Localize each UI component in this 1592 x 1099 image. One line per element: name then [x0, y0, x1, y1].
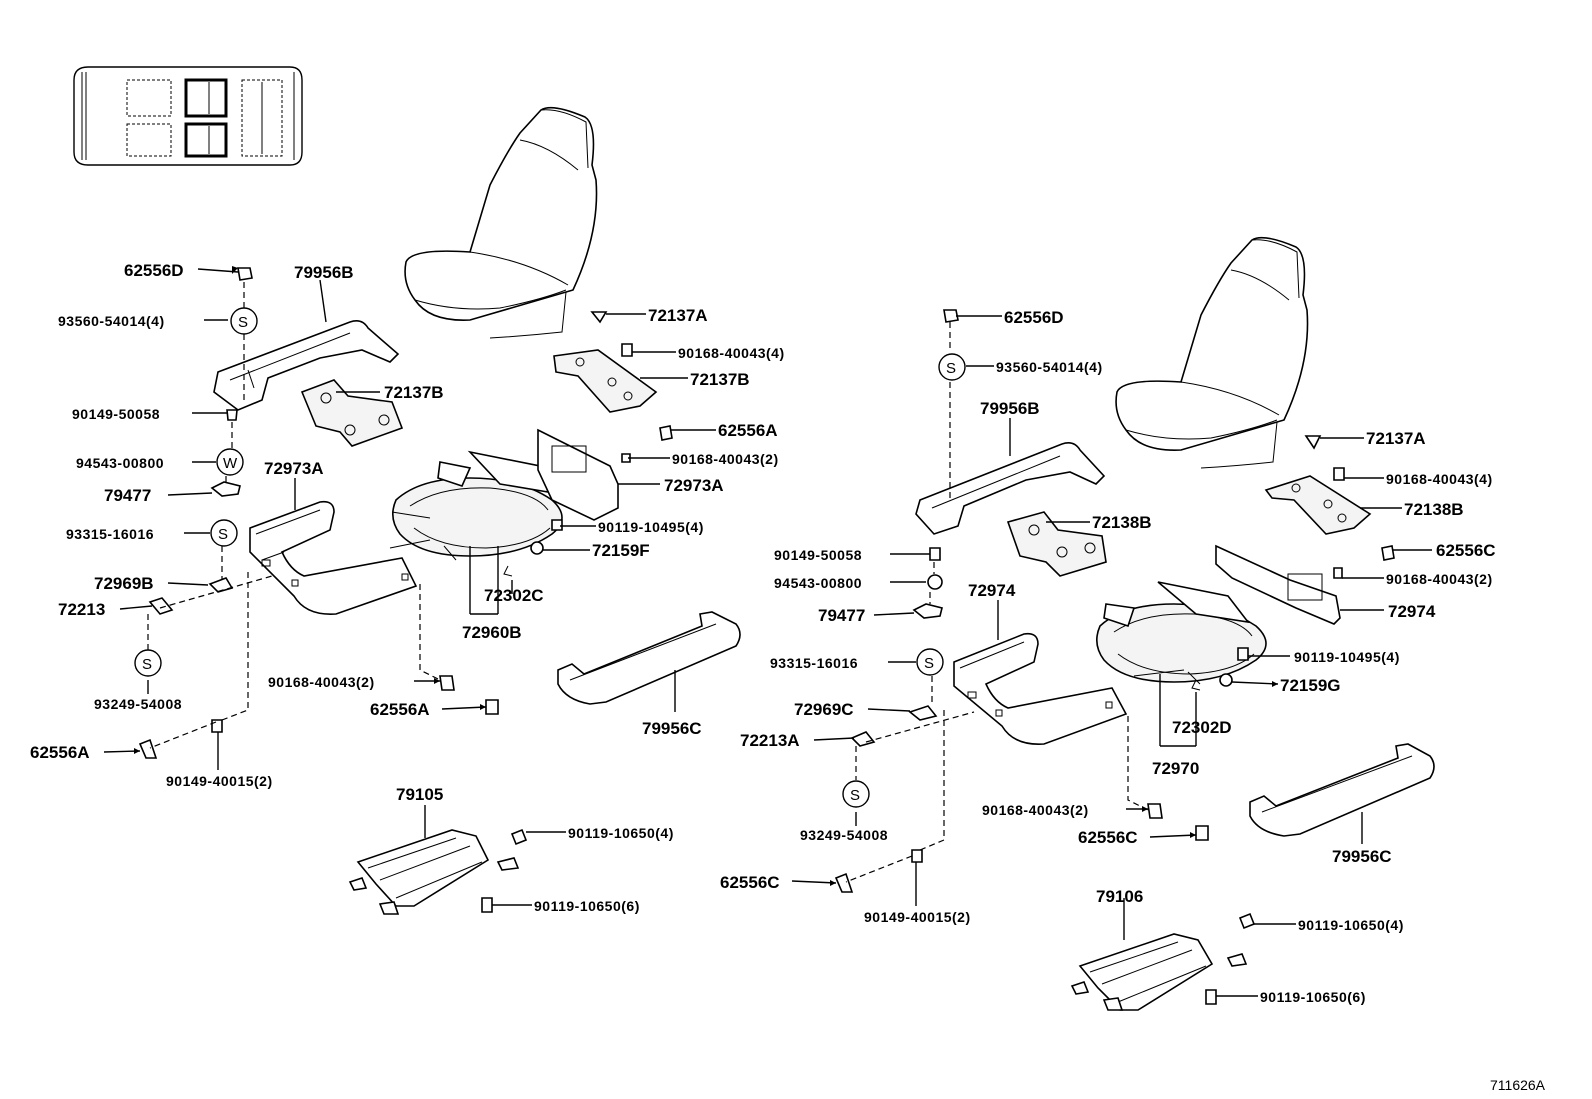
part-label: 90168-40043(2)	[1386, 571, 1493, 587]
part-label: 79956B	[294, 263, 354, 282]
part-label: 62556C	[1436, 541, 1496, 560]
part-label: 93315-16016	[66, 526, 154, 542]
part-label: 90168-40043(2)	[672, 451, 779, 467]
part-label: 93560-54014(4)	[58, 313, 165, 329]
clip-symbol: S	[238, 314, 248, 331]
part-label: 79477	[818, 606, 865, 625]
part-label: 90119-10650(4)	[1298, 917, 1404, 933]
part-label: 72974	[968, 581, 1016, 600]
left-assembly-parts	[138, 267, 741, 915]
part-label: 72974	[1388, 602, 1436, 621]
right-assembly-parts	[834, 309, 1435, 1011]
part-label: 90168-40043(2)	[982, 802, 1089, 818]
hardware-symbols: S W S S S S S	[134, 307, 966, 808]
part-label: 72138B	[1092, 513, 1152, 532]
part-label: 79477	[104, 486, 151, 505]
clip-symbol: S	[924, 655, 934, 672]
part-label: 72969C	[794, 700, 854, 719]
part-label: 62556C	[720, 873, 780, 892]
part-label: 72970	[1152, 759, 1199, 778]
part-label: 79105	[396, 785, 443, 804]
clip-symbol: S	[946, 360, 956, 377]
leader-lines	[103, 266, 1432, 997]
part-label: 90168-40043(4)	[678, 345, 785, 361]
part-label: 90168-40043(2)	[268, 674, 375, 690]
part-label: 72159F	[592, 541, 650, 560]
part-label: 93560-54014(4)	[996, 359, 1103, 375]
figure-reference: 711626A	[1490, 1077, 1546, 1093]
assembly-dash-lines	[147, 282, 1149, 883]
part-label: 90119-10495(4)	[598, 519, 704, 535]
part-label: 72960B	[462, 623, 522, 642]
part-label: 79106	[1096, 887, 1143, 906]
part-label: 72302D	[1172, 718, 1232, 737]
part-label: 90119-10495(4)	[1294, 649, 1400, 665]
part-label: 72973A	[264, 459, 324, 478]
part-label: 90119-10650(4)	[568, 825, 674, 841]
part-label: 62556A	[718, 421, 778, 440]
part-label: 90149-40015(2)	[864, 909, 971, 925]
part-label: 72159G	[1280, 676, 1341, 695]
part-label: 72137A	[648, 306, 708, 325]
part-label: 62556A	[30, 743, 90, 762]
part-label: 72137B	[384, 383, 444, 402]
part-label: 62556D	[124, 261, 184, 280]
part-callouts: 62556D 79956B 93560-54014(4) 72137B 9014…	[30, 261, 1546, 1093]
part-label: 90149-40015(2)	[166, 773, 273, 789]
clip-symbol: S	[850, 787, 860, 804]
part-label: 90119-10650(6)	[534, 898, 640, 914]
part-label: 94543-00800	[76, 455, 164, 471]
clip-symbol: S	[218, 526, 228, 543]
part-label: 62556C	[1078, 828, 1138, 847]
part-label: 93249-54008	[94, 696, 182, 712]
part-label: 79956C	[1332, 847, 1392, 866]
part-label: 62556A	[370, 700, 430, 719]
part-label: 79956C	[642, 719, 702, 738]
part-label: 93315-16016	[770, 655, 858, 671]
part-label: 90119-10650(6)	[1260, 989, 1366, 1005]
part-label: 79956B	[980, 399, 1040, 418]
part-label: 72137A	[1366, 429, 1426, 448]
part-label: 72137B	[690, 370, 750, 389]
part-label: 72973A	[664, 476, 724, 495]
part-label: 72302C	[484, 586, 544, 605]
part-label: 90149-50058	[774, 547, 862, 563]
washer-symbol: W	[223, 455, 238, 472]
seat-right-illustration	[1115, 236, 1309, 469]
part-label: 90168-40043(4)	[1386, 471, 1493, 487]
part-label: 72213	[58, 600, 105, 619]
part-label: 72138B	[1404, 500, 1464, 519]
part-label: 72969B	[94, 574, 154, 593]
part-label: 72213A	[740, 731, 800, 750]
seat-locator-inset	[73, 66, 303, 166]
part-label: 93249-54008	[800, 827, 888, 843]
part-label: 94543-00800	[774, 575, 862, 591]
clip-symbol: S	[142, 656, 152, 673]
seat-left-illustration	[404, 106, 598, 339]
part-label: 62556D	[1004, 308, 1064, 327]
part-label: 90149-50058	[72, 406, 160, 422]
